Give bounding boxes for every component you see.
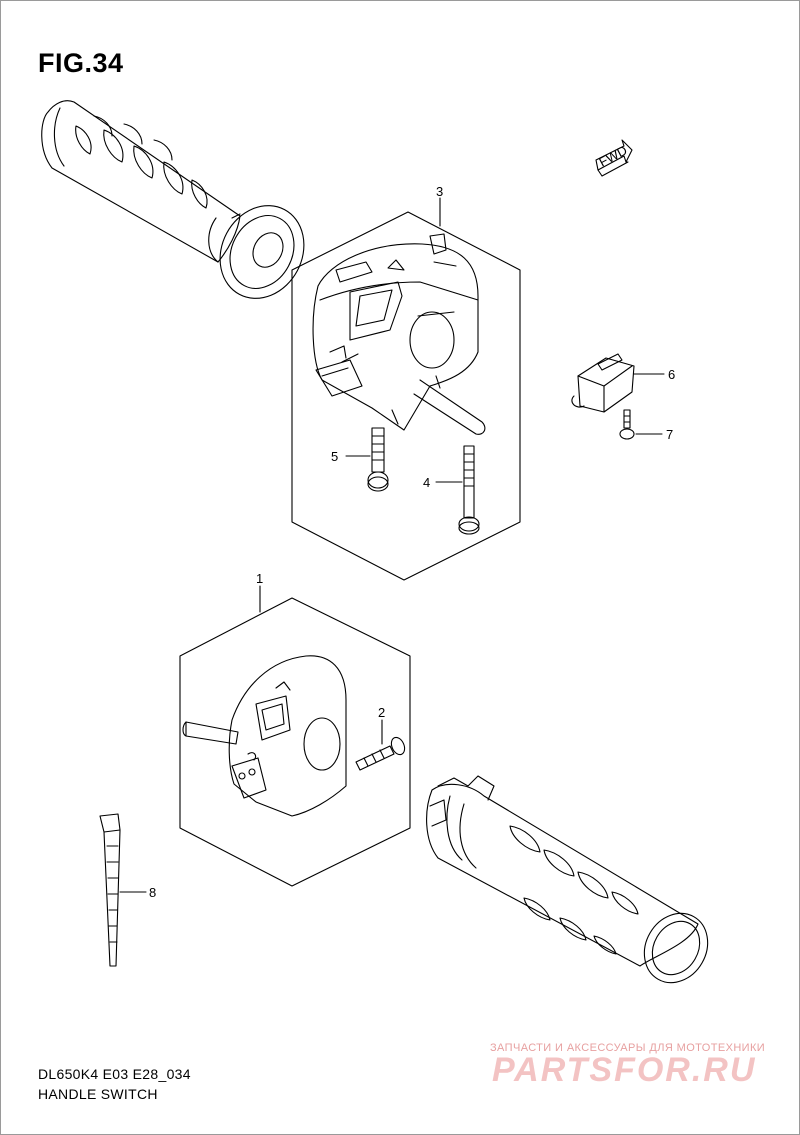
cable-tie-8[interactable] xyxy=(99,813,121,967)
callout-3: 3 xyxy=(436,184,443,199)
part-3-kit-frame xyxy=(291,211,521,581)
callout-6: 6 xyxy=(668,367,675,382)
callout-1: 1 xyxy=(256,571,263,586)
callout-7: 7 xyxy=(666,427,673,442)
screw-7[interactable] xyxy=(619,409,635,440)
callout-2: 2 xyxy=(378,705,385,720)
throttle-grip[interactable] xyxy=(426,775,720,994)
fwd-arrow-icon xyxy=(595,139,633,177)
part-1-kit-frame xyxy=(179,597,411,887)
left-grip[interactable] xyxy=(41,100,320,313)
screw-4[interactable] xyxy=(458,445,480,535)
figure-title: FIG.34 xyxy=(38,48,124,78)
watermark-subtitle: ЗАПЧАСТИ И АКСЕССУАРЫ ДЛЯ МОТОТЕХНИКИ xyxy=(490,1042,766,1054)
callout-5: 5 xyxy=(331,449,338,464)
screw-5[interactable] xyxy=(367,427,389,492)
callout-8: 8 xyxy=(149,885,156,900)
left-switch-housing[interactable] xyxy=(312,233,486,435)
callout-4: 4 xyxy=(423,475,430,490)
right-switch-housing[interactable] xyxy=(182,655,347,817)
connector-6[interactable] xyxy=(571,353,635,413)
page-caption: HANDLE SWITCH xyxy=(38,1086,158,1102)
screw-2[interactable] xyxy=(355,735,407,771)
fwd-label: FWD xyxy=(596,143,629,170)
model-code: DL650K4 E03 E28_034 xyxy=(38,1066,191,1082)
watermark-logo: PARTSFOR.RU xyxy=(492,1051,757,1089)
